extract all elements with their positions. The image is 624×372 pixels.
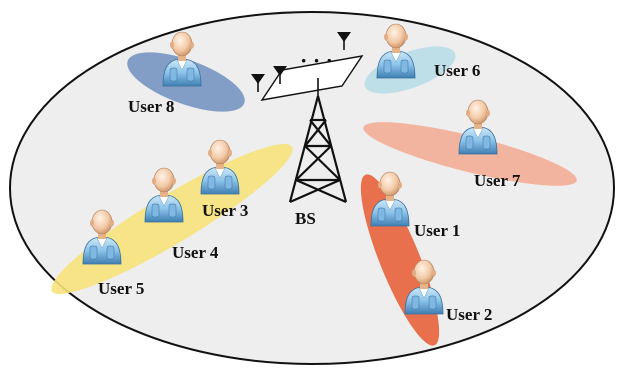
user-6-label: User 6 — [434, 61, 480, 80]
user-1-label: User 1 — [414, 221, 460, 240]
user-3-label: User 3 — [202, 201, 248, 220]
bs-label: BS — [295, 209, 316, 228]
user-8-label: User 8 — [128, 97, 174, 116]
user-2-label: User 2 — [446, 305, 492, 324]
user-4-label: User 4 — [172, 243, 219, 262]
antenna-array: · · · — [250, 31, 364, 101]
user-7-label: User 7 — [474, 171, 521, 190]
user-5-label: User 5 — [98, 279, 144, 298]
base-station-tower — [288, 95, 348, 204]
antenna-ellipsis: · · · — [300, 48, 333, 73]
